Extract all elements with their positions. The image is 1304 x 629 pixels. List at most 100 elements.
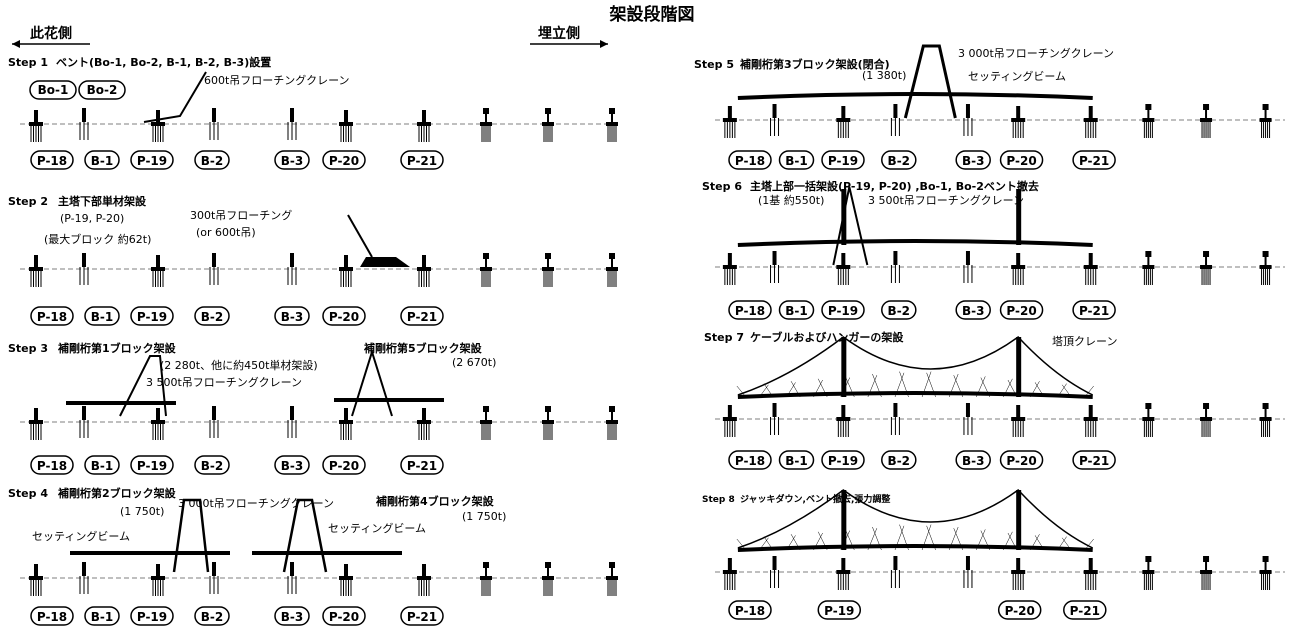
- pier-cap: [836, 265, 851, 269]
- pier-label-text: P-19: [824, 604, 854, 618]
- pier-cap: [542, 267, 554, 271]
- pier-cap: [1011, 265, 1026, 269]
- pier-label: B-1: [84, 606, 120, 626]
- pier-cap: [339, 267, 353, 271]
- small-pier-head: [1145, 251, 1152, 257]
- pier-column: [156, 110, 160, 122]
- hanger: [736, 538, 747, 551]
- pier-column: [1088, 558, 1093, 570]
- pier-column: [422, 408, 426, 420]
- step-5-note-3: セッティングビーム: [968, 69, 1066, 83]
- step-8-desc: ジャッキダウン,ベント撤去,張力調整: [740, 493, 890, 505]
- pier-cap: [836, 417, 851, 421]
- bent-column: [290, 253, 294, 267]
- pier-label-box: [728, 450, 772, 470]
- bent-column: [965, 403, 970, 417]
- stiffening-girder-block-5: [334, 398, 444, 402]
- hanger: [1084, 385, 1094, 398]
- hanger: [976, 376, 986, 398]
- step-4-note-1: (1 750t): [120, 505, 164, 518]
- pier-label: P-20: [999, 450, 1044, 470]
- hanger: [976, 529, 986, 551]
- pier-column: [1016, 253, 1021, 265]
- pier-label-text: B-3: [962, 304, 984, 318]
- pier-label-text: P-20: [1005, 604, 1035, 618]
- step-5-note-2: 3 000t吊フローチングクレーン: [958, 46, 1114, 60]
- pier-label-text: P-18: [735, 454, 765, 468]
- pier-label: B-2: [194, 150, 230, 170]
- pier-label: P-18: [30, 606, 74, 626]
- bent-column: [965, 556, 970, 570]
- pier-cap: [151, 576, 165, 580]
- bent-column: [212, 562, 216, 576]
- pier-label: B-3: [274, 150, 310, 170]
- hanger: [763, 383, 774, 398]
- pier-column: [344, 408, 348, 420]
- bent-column: [893, 251, 898, 265]
- pier-label-box: [728, 600, 772, 620]
- pier-column: [34, 564, 38, 576]
- pier-label-text: P-20: [329, 610, 359, 624]
- pier-label-box: [1072, 150, 1116, 170]
- pier-column: [727, 106, 732, 118]
- left-arrow-head: [12, 40, 20, 48]
- stiffening-girder: [737, 544, 1093, 552]
- pier-cap: [1083, 265, 1098, 269]
- pier-label-box: [881, 450, 917, 470]
- step-4-panel: [20, 498, 620, 596]
- pier-cap: [1259, 118, 1272, 122]
- pier-label: P-19: [130, 455, 174, 475]
- pier-label: B-3: [274, 455, 310, 475]
- pier-cap: [480, 420, 492, 424]
- step-2-note-3: 300t吊フローチング: [190, 208, 292, 222]
- pier-cap: [151, 122, 165, 126]
- stiffening-girder: [737, 92, 1093, 100]
- floating-crane-boom: [347, 214, 373, 258]
- step-2-desc: 主塔下部単材架設: [58, 194, 147, 208]
- pier-column: [344, 110, 348, 122]
- hanger: [894, 372, 905, 398]
- pier-label-text: P-18: [37, 459, 67, 473]
- step-4-note-2: 3 000t吊フローチングクレーン: [178, 496, 334, 510]
- bent-column: [212, 253, 216, 267]
- pier-cap: [1142, 265, 1155, 269]
- pier-cap: [480, 267, 492, 271]
- pier-label: P-21: [400, 455, 444, 475]
- pier-label: P-19: [130, 606, 174, 626]
- pier-column: [344, 255, 348, 267]
- step-3-note-3: 補剛桁第5ブロック架設: [363, 341, 483, 355]
- pier-label-text: B-1: [785, 154, 807, 168]
- pier-label-text: P-21: [1079, 454, 1109, 468]
- step-4-label: Step 4: [8, 487, 48, 500]
- pier-label-text: B-1: [91, 310, 113, 324]
- bent-column: [772, 104, 777, 118]
- pier-label-text: P-21: [407, 459, 437, 473]
- pier-column: [1088, 106, 1093, 118]
- pier-label: P-18: [30, 455, 74, 475]
- pier-cap: [722, 417, 737, 421]
- pier-cap: [417, 267, 431, 271]
- pier-label: P-21: [400, 150, 444, 170]
- step-6-panel: [715, 186, 1285, 285]
- hanger: [948, 526, 959, 551]
- pier-label-text: P-20: [329, 154, 359, 168]
- pier-label: P-19: [821, 450, 865, 470]
- pier-label-text: B-2: [201, 154, 223, 168]
- pier-cap: [1083, 417, 1098, 421]
- pier-label-box: [322, 606, 366, 626]
- stiffening-girder: [737, 391, 1093, 399]
- hanger: [872, 373, 882, 398]
- pier-label-text: B-3: [962, 154, 984, 168]
- small-pier-head: [545, 562, 551, 568]
- tower-p20: [1016, 490, 1022, 550]
- step-1-bent-labels: Bo-1 Bo-2: [29, 80, 126, 100]
- pier-label-box: [955, 450, 991, 470]
- step-7-note-1: 塔頂クレーン: [1052, 335, 1117, 348]
- pier-cap: [1011, 570, 1026, 574]
- bent-column: [893, 403, 898, 417]
- pier-cap: [1083, 570, 1098, 574]
- pier-label: P-21: [1072, 150, 1116, 170]
- pier-cap: [722, 118, 737, 122]
- pier-cap: [1200, 118, 1213, 122]
